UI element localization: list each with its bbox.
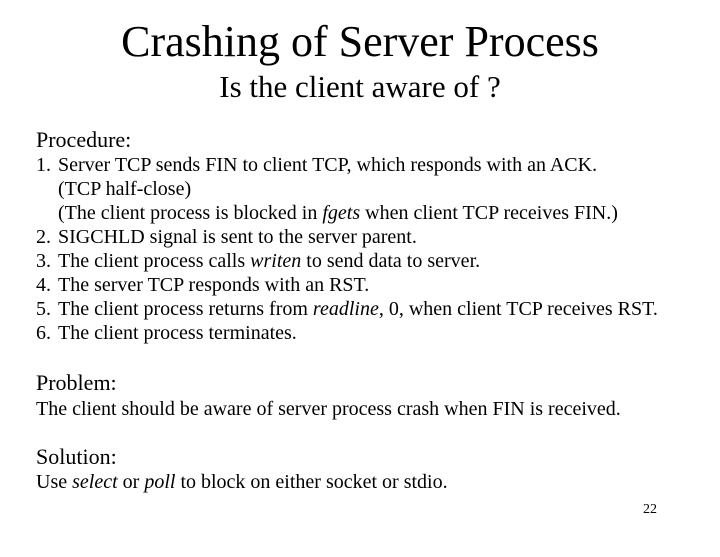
item-text: SIGCHLD signal is sent to the server par… [58, 226, 417, 249]
item-text: The server TCP responds with an RST. [58, 274, 370, 297]
item-number: 1. [36, 154, 51, 177]
list-item: 6. The client process terminates. [36, 321, 692, 345]
item-number: 2. [36, 226, 51, 249]
list-item: 1. Server TCP sends FIN to client TCP, w… [36, 153, 692, 225]
page-number: 22 [643, 502, 657, 517]
slide: Crashing of Server Process Is the client… [0, 17, 720, 557]
item-text: Server TCP sends FIN to client TCP, whic… [58, 154, 618, 225]
item-number: 3. [36, 250, 51, 273]
item-text: The client process returns from readline… [58, 298, 658, 321]
procedure-list: 1. Server TCP sends FIN to client TCP, w… [36, 153, 692, 345]
problem-heading: Problem: [36, 370, 117, 396]
slide-body: Procedure: 1. Server TCP sends FIN to cl… [36, 127, 692, 494]
list-item: 2. SIGCHLD signal is sent to the server … [36, 225, 692, 249]
slide-subtitle: Is the client aware of ? [219, 68, 501, 104]
solution-text: Use select or poll to block on either so… [36, 470, 448, 493]
list-item: 5. The client process returns from readl… [36, 297, 692, 321]
procedure-heading: Procedure: [36, 126, 132, 152]
item-number: 4. [36, 274, 51, 297]
list-item: 3. The client process calls writen to se… [36, 249, 692, 273]
solution-heading: Solution: [36, 443, 117, 469]
list-item: 4. The server TCP responds with an RST. [36, 273, 692, 297]
item-text: The client process calls writen to send … [58, 250, 481, 273]
item-text: The client process terminates. [58, 322, 297, 345]
problem-text: The client should be aware of server pro… [36, 397, 621, 420]
item-number: 6. [36, 322, 51, 345]
slide-title: Crashing of Server Process [121, 17, 599, 66]
item-number: 5. [36, 298, 51, 321]
